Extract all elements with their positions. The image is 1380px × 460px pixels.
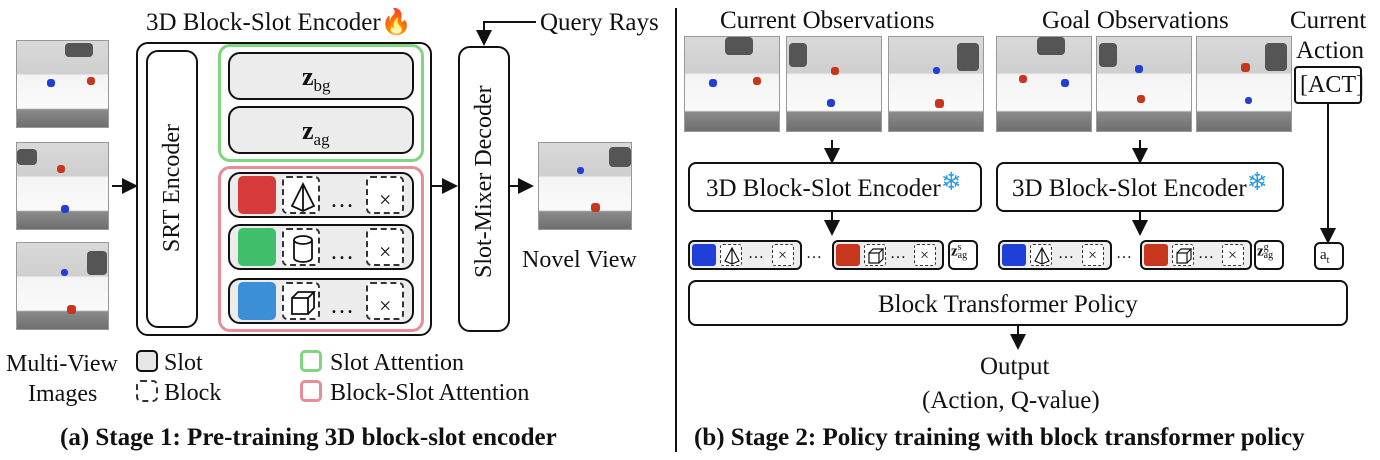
empty-block-icon: × (1222, 244, 1244, 266)
z-bg-label: zbg (302, 62, 331, 96)
current-observation-image-1 (684, 36, 780, 132)
caption-b: (b) Stage 2: Policy training with block … (694, 424, 1305, 451)
slot-color-chip-2 (238, 228, 276, 266)
goal-encoder-label: 3D Block-Slot Encoder❄ (1012, 169, 1268, 202)
cube-block-icon (1172, 244, 1194, 266)
snowflake-icon: ❄ (1246, 169, 1268, 196)
dots: … (890, 245, 906, 262)
ellipsis: … (330, 293, 354, 319)
legend-block-slot-attention-swatch (300, 380, 322, 402)
goal-observation-image-1 (996, 36, 1092, 132)
legend-slot-swatch (136, 350, 158, 372)
srt-encoder-label: SRT Encoder (159, 123, 185, 253)
empty-block-icon: × (366, 176, 404, 214)
slot-attention-group (218, 44, 424, 162)
act-token-label: [ACT] (1300, 72, 1364, 98)
block-slot-attention-group (218, 166, 424, 332)
current-observation-image-3 (888, 36, 984, 132)
query-rays-label: Query Rays (540, 9, 659, 36)
multi-view-image-2 (16, 142, 109, 230)
novel-view-image (538, 142, 632, 230)
current-action-label-2: Action (1296, 37, 1365, 64)
legend-slot-attention-label: Slot Attention (330, 350, 465, 376)
legend-block-slot-attention-label: Block-Slot Attention (330, 380, 530, 406)
legend-slot-attention-swatch (300, 350, 322, 372)
multi-view-label-1: Multi-View (6, 351, 118, 377)
slot-color-chip-1 (238, 176, 276, 214)
empty-block-icon: × (366, 282, 404, 320)
pyramid-block-icon (1030, 244, 1052, 266)
dots: … (806, 245, 822, 262)
current-encoder-label: 3D Block-Slot Encoder❄ (706, 169, 962, 202)
empty-block-icon: × (772, 244, 794, 266)
multi-view-label-2: Images (28, 381, 98, 407)
output-label-2: (Action, Q-value) (922, 387, 1100, 414)
pyramid-block-icon (720, 244, 742, 266)
pyramid-block-icon (282, 176, 320, 214)
cube-block-icon (864, 244, 886, 266)
ellipsis: … (330, 187, 354, 213)
dots: … (1116, 245, 1132, 262)
legend-slot-label: Slot (164, 350, 203, 376)
current-observation-image-2 (786, 36, 882, 132)
dots: … (748, 245, 764, 262)
novel-view-label: Novel View (522, 247, 637, 273)
empty-block-icon: × (366, 228, 404, 266)
token-color-chip (1144, 244, 1168, 266)
slot-mixer-decoder-label: Slot-Mixer Decoder (471, 85, 497, 278)
ellipsis: … (330, 239, 354, 265)
legend-block-label: Block (164, 380, 222, 406)
empty-block-icon: × (914, 244, 936, 266)
token-color-chip (692, 244, 716, 266)
srt-encoder-box (146, 50, 198, 328)
legend-block-swatch (136, 380, 158, 402)
a-t-label: at (1320, 247, 1330, 266)
cylinder-block-icon (282, 228, 320, 266)
slot-mixer-decoder-box (458, 46, 510, 332)
goal-observation-image-3 (1196, 36, 1292, 132)
goal-observation-image-2 (1096, 36, 1192, 132)
dots: … (1058, 245, 1074, 262)
output-label-1: Output (980, 353, 1050, 380)
cube-block-icon (282, 282, 320, 320)
empty-block-icon: × (1082, 244, 1104, 266)
current-action-label-1: Current (1290, 7, 1367, 34)
z-g-token (1254, 240, 1284, 270)
block-transformer-policy-label: Block Transformer Policy (878, 291, 1138, 318)
snowflake-icon: ❄ (940, 169, 962, 196)
goal-encoder-box (996, 162, 1284, 212)
multi-view-image-3 (16, 242, 109, 330)
goal-observations-label: Goal Observations (1042, 7, 1229, 34)
multi-view-image-1 (16, 40, 109, 128)
current-observations-label: Current Observations (720, 7, 935, 34)
caption-a: (a) Stage 1: Pre-training 3D block-slot … (60, 424, 557, 451)
current-encoder-box (688, 162, 982, 212)
a-t-token (1314, 242, 1344, 270)
token-color-chip (836, 244, 860, 266)
act-token-box (1294, 66, 1362, 104)
z-ag-slot (228, 106, 414, 154)
encoder-title: 3D Block-Slot Encoder🔥 (146, 9, 412, 36)
slot-color-chip-3 (238, 282, 276, 320)
block-transformer-policy-box (688, 280, 1348, 326)
z-s-token (948, 240, 978, 270)
token-color-chip (1002, 244, 1026, 266)
z-ag-label: zag (302, 116, 330, 150)
fire-icon: 🔥 (380, 9, 412, 36)
dots: … (1198, 245, 1214, 262)
z-bg-slot (228, 52, 414, 100)
